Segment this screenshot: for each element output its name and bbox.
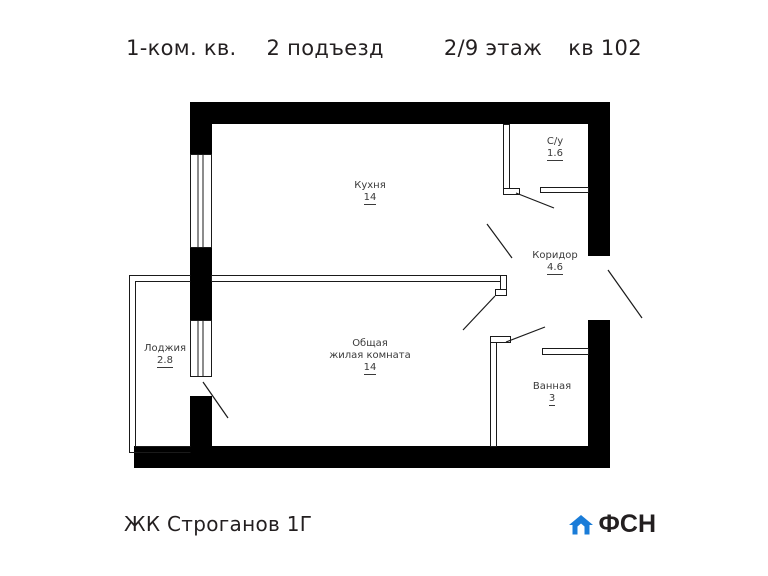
- kitchen-door-jamb: [495, 289, 507, 296]
- window-upper-frame: [190, 154, 212, 248]
- room-name-bathroom: Ванная: [532, 381, 572, 392]
- fixtures: [540, 187, 589, 355]
- house-icon: [568, 514, 593, 534]
- wall-left-pier-bottom: [190, 396, 212, 448]
- wall-left-pier-top: [190, 102, 212, 154]
- room-label-kitchen: Кухня 14: [330, 180, 410, 205]
- door-swing-entrance: [607, 269, 643, 319]
- door-swing-wc: [515, 192, 555, 209]
- room-name-living-room-line2: жилая комната: [329, 350, 411, 361]
- partition-kitchen-living: [211, 275, 507, 282]
- door-swing-bathroom: [505, 326, 546, 343]
- wc-door-jamb: [503, 188, 520, 195]
- wall-left-pier-middle: [190, 248, 212, 320]
- room-name-living-room: Общая: [352, 338, 388, 349]
- header-rooms-count: 1-ком. кв.: [126, 36, 237, 60]
- wall-bathroom-left: [490, 336, 497, 447]
- room-area-bathroom: 3: [548, 393, 556, 406]
- loggia-rail-inner: [135, 281, 191, 447]
- door-swing-loggia: [202, 381, 229, 419]
- wc-fixture: [540, 187, 589, 193]
- bathroom-door-jamb: [490, 336, 511, 343]
- door-swing-living-room: [462, 295, 496, 331]
- room-area-wc: 1.6: [547, 148, 563, 161]
- room-area-kitchen: 14: [363, 192, 377, 205]
- room-label-living-room: Общая жилая комната 14: [305, 338, 435, 375]
- window-lower-frame: [190, 320, 212, 377]
- structural-walls: [134, 102, 610, 468]
- wall-wc-left: [503, 124, 510, 191]
- complex-name: ЖК Строганов 1Г: [124, 512, 313, 536]
- partition-horizontal-wall: [211, 275, 507, 282]
- header-apartment-number: кв 102: [568, 36, 642, 60]
- door-swing-lines: [202, 192, 643, 419]
- page-header: 1-ком. кв. 2 подъезд 2/9 этаж кв 102: [0, 28, 768, 68]
- bathtub-fixture: [542, 348, 589, 355]
- wall-right-upper: [588, 102, 610, 256]
- wall-kitchen-right-stub: [500, 275, 507, 291]
- room-name-loggia: Лоджия: [143, 343, 187, 354]
- room-area-living-room: 14: [363, 362, 377, 375]
- door-swing-kitchen: [486, 223, 513, 259]
- logo-wordmark: ФСН: [598, 510, 656, 538]
- room-label-corridor: Коридор 4.6: [515, 250, 595, 275]
- wall-top: [190, 102, 610, 124]
- room-label-wc: С/у 1.6: [520, 136, 590, 161]
- header-floor: 2/9 этаж: [443, 36, 543, 60]
- brand-logo: ФСН: [568, 512, 656, 537]
- room-name-kitchen: Кухня: [354, 180, 386, 191]
- room-label-loggia: Лоджия 2.8: [132, 343, 198, 368]
- wall-bottom: [134, 446, 610, 468]
- loggia-rail-outer: [129, 275, 191, 453]
- room-label-bathroom: Ванная 3: [512, 381, 592, 406]
- room-area-loggia: 2.8: [157, 355, 173, 368]
- room-name-corridor: Коридор: [532, 250, 578, 261]
- header-entrance: 2 подъезд: [266, 36, 384, 60]
- house-icon-path: [568, 514, 593, 534]
- wall-right-lower: [588, 320, 610, 468]
- corridor-walls: [490, 124, 520, 447]
- window-group-left: [190, 154, 212, 377]
- header-text-row: 1-ком. кв. 2 подъезд 2/9 этаж кв 102: [126, 36, 642, 60]
- room-area-corridor: 4.6: [547, 262, 563, 275]
- loggia-railing: [129, 275, 191, 453]
- room-name-wc: С/у: [546, 136, 564, 147]
